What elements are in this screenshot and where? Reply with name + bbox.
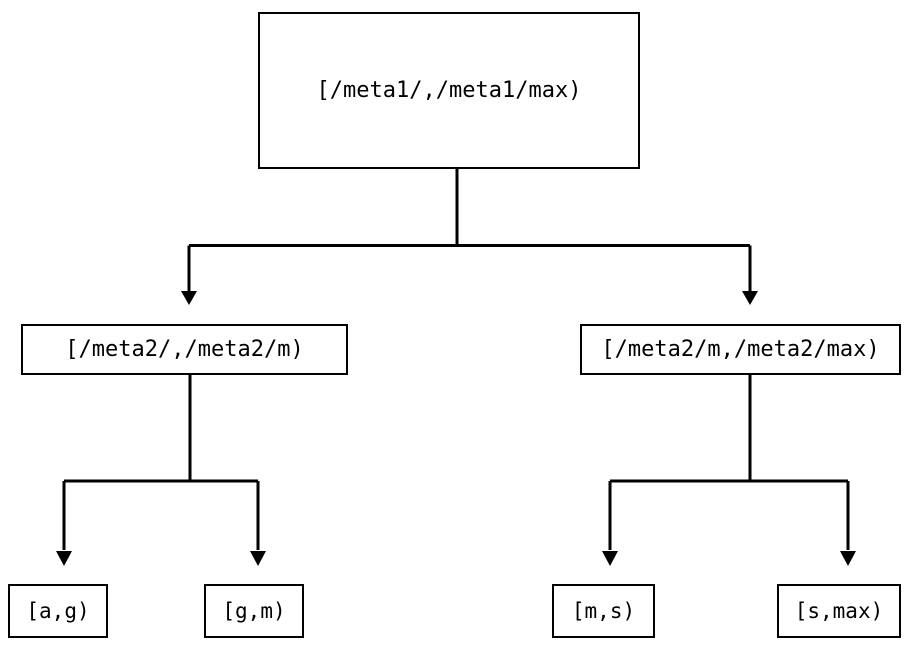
node-leaf-3[interactable]: [m,s)	[552, 584, 655, 638]
node-mid-right[interactable]: [/meta2/m,/meta2/max)	[580, 324, 901, 375]
arrowhead-to-leaf3	[602, 551, 618, 566]
arrowhead-to-leaf2	[250, 551, 266, 566]
node-root-label: [/meta1/,/meta1/max)	[316, 77, 582, 103]
arrowhead-to-mid-left	[181, 291, 197, 305]
node-root[interactable]: [/meta1/,/meta1/max)	[258, 12, 640, 169]
node-leaf-4[interactable]: [s,max)	[777, 584, 901, 638]
node-mid-left-label: [/meta2/,/meta2/m)	[65, 336, 304, 362]
node-leaf-1-label: [a,g)	[26, 598, 90, 623]
arrowhead-to-mid-right	[742, 291, 758, 305]
node-mid-left[interactable]: [/meta2/,/meta2/m)	[21, 324, 348, 375]
node-leaf-2[interactable]: [g,m)	[204, 584, 304, 638]
arrowhead-to-leaf1	[56, 551, 72, 566]
node-leaf-1[interactable]: [a,g)	[8, 584, 108, 638]
node-leaf-2-label: [g,m)	[222, 598, 286, 623]
node-leaf-4-label: [s,max)	[794, 598, 884, 623]
node-leaf-3-label: [m,s)	[571, 598, 636, 623]
node-mid-right-label: [/meta2/m,/meta2/max)	[601, 336, 880, 362]
arrowhead-to-leaf4	[840, 551, 856, 566]
